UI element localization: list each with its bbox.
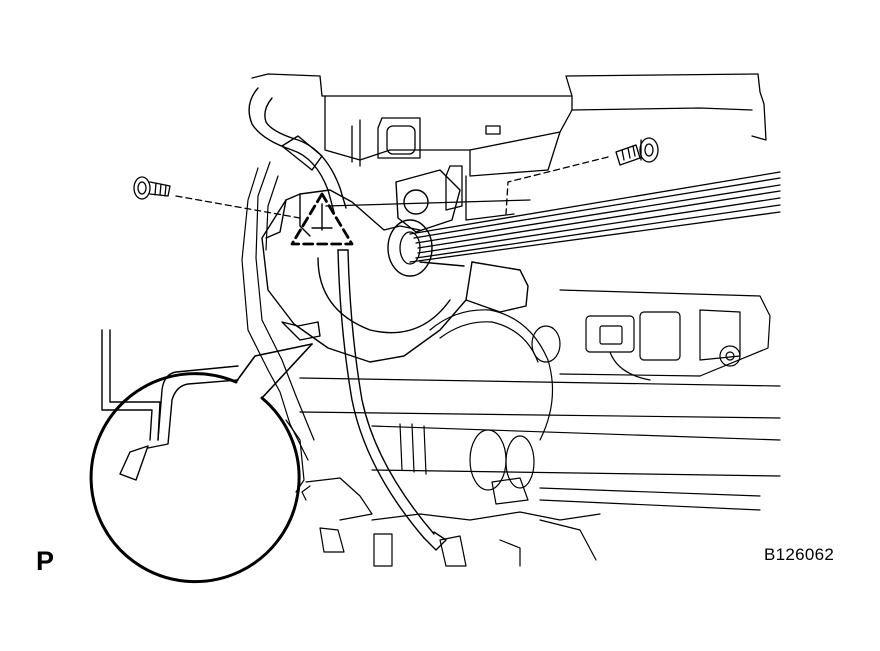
body-panel <box>252 74 766 220</box>
detail-callout <box>91 344 312 582</box>
steering-shaft <box>400 166 780 264</box>
detail-circle <box>91 374 299 582</box>
bolt-right <box>616 138 658 165</box>
dashed-leader-left <box>176 196 300 218</box>
wire-harness <box>249 88 346 212</box>
cable <box>338 250 446 550</box>
bolt-left <box>134 177 170 199</box>
lower-column <box>300 290 780 566</box>
dashed-leader-right <box>506 157 608 214</box>
view-letter: P <box>36 546 55 576</box>
switch-body-left <box>242 162 314 492</box>
figure-id: B126062 <box>764 545 835 564</box>
column-cover <box>262 170 528 362</box>
detail-hook <box>102 330 238 480</box>
dashed-triangle-mark <box>292 194 352 244</box>
